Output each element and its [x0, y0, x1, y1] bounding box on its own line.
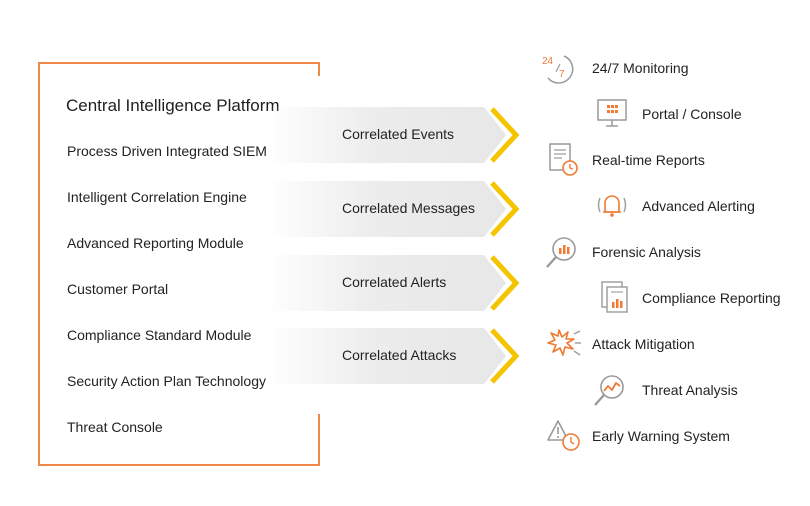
- capability-early-warning: Early Warning System: [546, 418, 730, 454]
- magnifier-trend-icon: [594, 375, 624, 406]
- flow-arrow-alerts: Correlated Alerts: [266, 255, 520, 311]
- bell-icon: [597, 195, 627, 217]
- flow-band: [266, 328, 506, 384]
- capability-label: Attack Mitigation: [592, 336, 695, 352]
- chevron-right-icon: [490, 255, 520, 311]
- monitor-icon: [597, 99, 627, 127]
- warning-clock-icon: [547, 420, 580, 451]
- capability-label: Threat Analysis: [642, 382, 738, 398]
- svg-text:7: 7: [559, 69, 565, 80]
- capability-forensic: Forensic Analysis: [544, 234, 701, 270]
- flow-label-attacks: Correlated Attacks: [342, 347, 457, 363]
- capability-monitoring: 24 7 24/7 Monitoring: [540, 50, 689, 86]
- capability-label: Early Warning System: [592, 428, 730, 444]
- flow-arrow-messages: Correlated Messages: [266, 181, 520, 237]
- burst-icon: [547, 329, 581, 356]
- capability-label: Forensic Analysis: [592, 244, 701, 260]
- module-action-plan: Security Action Plan Technology: [67, 373, 266, 389]
- capability-label: Real-time Reports: [592, 152, 705, 168]
- chevron-right-icon: [490, 328, 520, 384]
- flow-label-events: Correlated Events: [342, 126, 455, 142]
- report-clock-icon: [549, 143, 578, 176]
- flow-band: [266, 255, 506, 311]
- capability-reports: Real-time Reports: [546, 142, 705, 178]
- capability-portal: Portal / Console: [594, 96, 742, 132]
- svg-text:24: 24: [542, 56, 554, 67]
- flow-label-messages: Correlated Messages: [342, 200, 476, 216]
- platform-title: Central Intelligence Platform: [66, 96, 280, 115]
- module-correlation-engine: Intelligent Correlation Engine: [67, 189, 247, 205]
- module-compliance: Compliance Standard Module: [67, 327, 252, 343]
- module-reporting: Advanced Reporting Module: [67, 235, 244, 251]
- capability-label: Compliance Reporting: [642, 290, 781, 306]
- capability-label: 24/7 Monitoring: [592, 60, 689, 76]
- capability-label: Advanced Alerting: [642, 198, 755, 214]
- magnifier-chart-icon: [546, 237, 576, 268]
- flow-band: [266, 181, 506, 237]
- chevron-right-icon: [490, 107, 520, 163]
- module-customer-portal: Customer Portal: [67, 281, 169, 297]
- flow-label-alerts: Correlated Alerts: [342, 274, 447, 290]
- module-siem: Process Driven Integrated SIEM: [67, 143, 267, 159]
- capability-threat-analysis: Threat Analysis: [592, 372, 738, 408]
- frame-opening: [316, 76, 324, 414]
- capability-alerting: Advanced Alerting: [594, 188, 755, 224]
- chevron-right-icon: [490, 181, 520, 237]
- capability-mitigation: Attack Mitigation: [546, 326, 695, 362]
- clock-24-7-icon: 24 7: [542, 55, 574, 84]
- flow-arrow-attacks: Correlated Attacks: [266, 328, 520, 384]
- flow-band: [266, 107, 506, 163]
- flow-arrow-events: Correlated Events: [266, 107, 520, 163]
- module-threat-console: Threat Console: [67, 419, 163, 435]
- documents-icon: [601, 281, 628, 313]
- capability-label: Portal / Console: [642, 106, 742, 122]
- capability-compliance: Compliance Reporting: [598, 280, 781, 316]
